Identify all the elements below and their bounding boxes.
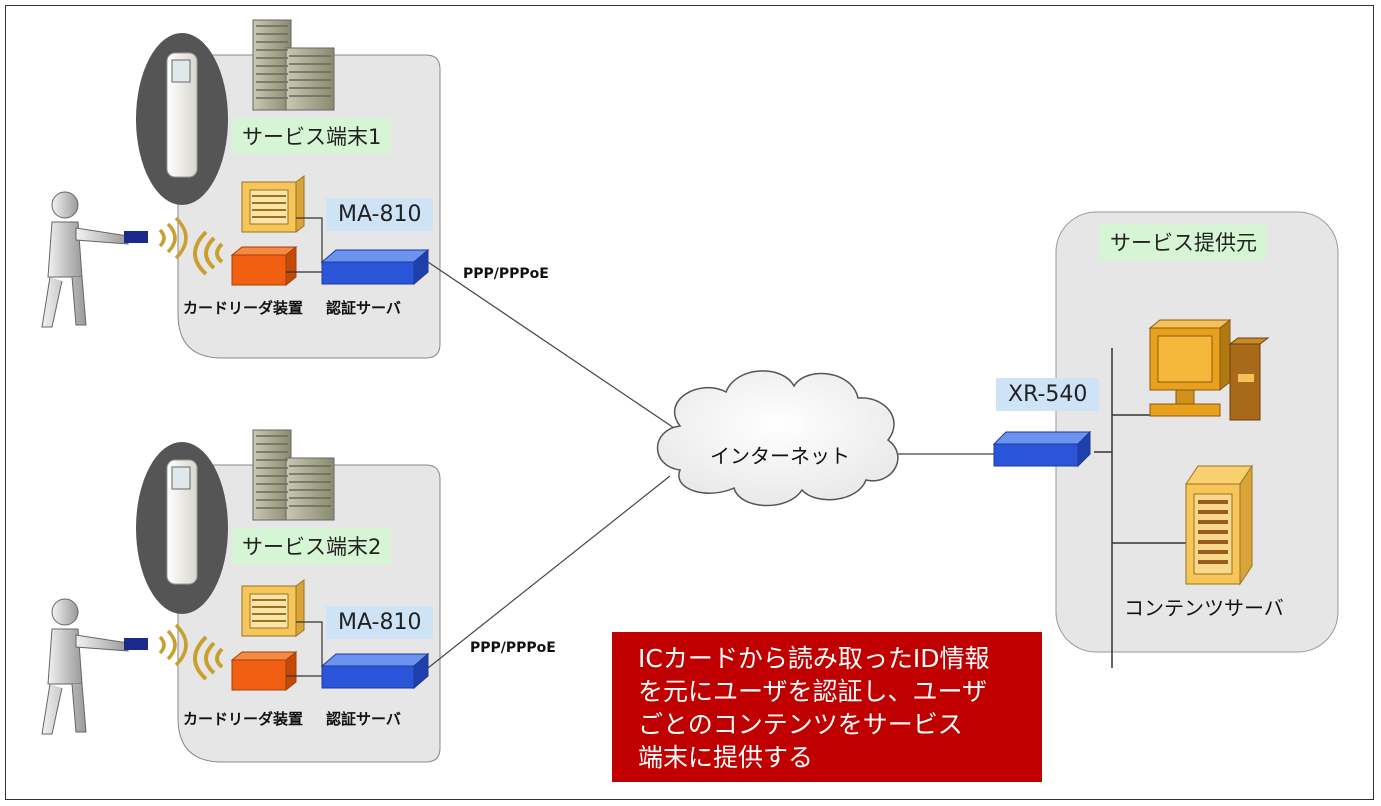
wan-link-1 xyxy=(427,261,681,433)
server-icon xyxy=(241,579,305,637)
wireless-icon xyxy=(193,230,224,276)
site-2-card-reader-label: カードリーダ装置 xyxy=(183,710,304,728)
router-icon xyxy=(992,430,1092,468)
router-icon xyxy=(320,652,430,690)
wireless-icon xyxy=(193,635,224,681)
site-1-link-label: PPP/PPPoE xyxy=(463,266,549,282)
provider-site xyxy=(992,211,1339,668)
site-1-router-label: MA-810 xyxy=(326,198,434,231)
site-1-auth-server-label: 認証サーバ xyxy=(326,299,401,317)
content-server-label: コンテンツサーバ xyxy=(1124,596,1284,620)
kiosk-screen xyxy=(171,466,191,490)
kiosk-screen xyxy=(171,59,191,83)
site-1-card-reader-label: カードリーダ装置 xyxy=(183,299,304,317)
person-icon xyxy=(41,191,188,328)
kiosk-icon xyxy=(166,459,198,585)
site-2-auth-server-label: 認証サーバ xyxy=(326,710,401,728)
site-2-link-label: PPP/PPPoE xyxy=(470,640,556,656)
provider-name-label: サービス提供元 xyxy=(1100,224,1267,260)
note-line: を元にユーザを認証し、ユーザ xyxy=(638,677,988,706)
diagram-frame xyxy=(5,5,1374,800)
site-2-lan-line xyxy=(286,621,323,677)
note-line: ごとのコンテンツをサービス xyxy=(638,710,963,739)
server-icon xyxy=(241,175,305,233)
provider-router-label: XR-540 xyxy=(996,378,1100,411)
site-1-lan-line xyxy=(286,217,323,273)
site-1-name-label: サービス端末1 xyxy=(232,118,392,154)
content-server-icon xyxy=(1185,464,1253,586)
note-line: ICカードから読み取ったID情報 xyxy=(638,644,990,673)
building-icon xyxy=(252,19,335,111)
person-icon xyxy=(41,598,188,735)
pc-icon xyxy=(1148,318,1270,421)
site-2-name-label: サービス端末2 xyxy=(232,528,392,564)
provider-panel xyxy=(1055,211,1339,653)
note-line: 端末に提供する xyxy=(638,743,814,772)
router-icon xyxy=(320,248,430,286)
internet-cloud-icon xyxy=(656,370,899,507)
card-reader-icon xyxy=(230,245,298,287)
wan-link-2 xyxy=(427,475,671,669)
card-reader-icon xyxy=(230,650,298,692)
description-note: ICカードから読み取ったID情報 を元にユーザを認証し、ユーザ ごとのコンテンツ… xyxy=(612,632,1042,782)
provider-lan-bus xyxy=(1094,348,1186,668)
internet-label: インターネット xyxy=(710,444,850,468)
site-2-router-label: MA-810 xyxy=(326,606,434,639)
building-icon xyxy=(252,429,335,521)
kiosk-icon xyxy=(166,52,198,178)
